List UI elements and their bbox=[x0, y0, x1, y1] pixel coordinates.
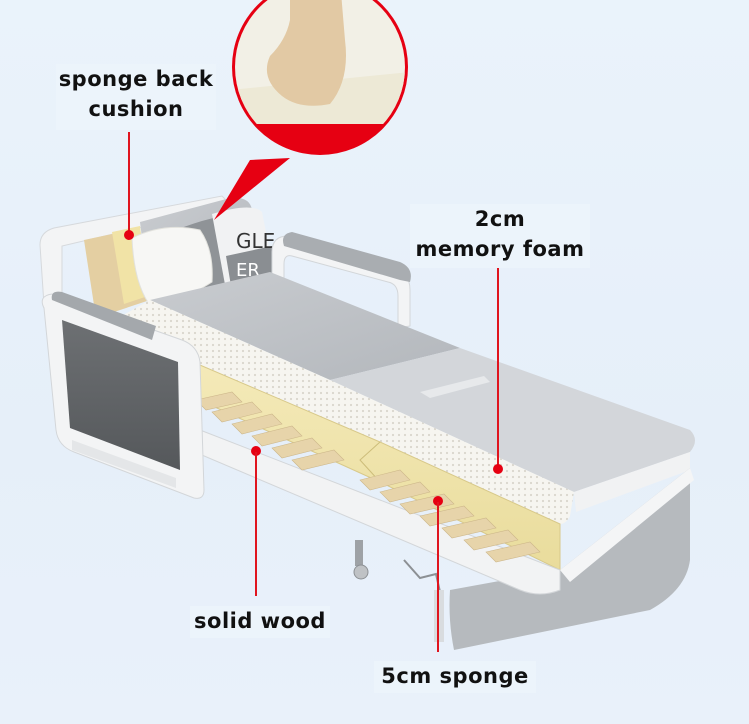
base-fabric bbox=[449, 468, 690, 650]
callout-sponge: 5cm sponge bbox=[374, 661, 536, 693]
leader-line-solid-wood bbox=[255, 452, 257, 596]
callout-back-cushion-line-2: cushion bbox=[88, 97, 184, 121]
callout-solid-wood: solid wood bbox=[190, 606, 330, 638]
callout-back-cushion-line-1: sponge back bbox=[58, 67, 214, 91]
magnifier-callout bbox=[214, 0, 408, 220]
legs bbox=[353, 540, 444, 642]
callout-memory-foam-line-1: 2cm bbox=[474, 207, 526, 231]
mattress-top bbox=[330, 348, 695, 492]
pillow-text-2: ER bbox=[236, 260, 260, 281]
leader-line-back-cushion bbox=[128, 132, 130, 236]
callout-back-cushion: sponge back cushion bbox=[56, 64, 216, 130]
callout-memory-foam-line-2: memory foam bbox=[415, 237, 585, 261]
fist-image bbox=[267, 0, 346, 106]
leader-line-sponge bbox=[437, 502, 439, 652]
callout-sponge-line-1: 5cm sponge bbox=[381, 664, 529, 688]
leader-line-memory-foam bbox=[497, 268, 499, 468]
marker-dot-sponge bbox=[433, 496, 443, 506]
callout-solid-wood-line-1: solid wood bbox=[194, 609, 326, 633]
marker-dot-memory-foam bbox=[493, 464, 503, 474]
pillow-text-1: GLE bbox=[236, 229, 275, 253]
left-armrest bbox=[41, 291, 205, 499]
marker-dot-back-cushion bbox=[124, 230, 134, 240]
seat-cushion bbox=[150, 272, 460, 380]
callout-memory-foam: 2cm memory foam bbox=[410, 204, 590, 268]
memory-foam-layer bbox=[118, 300, 574, 524]
marker-dot-solid-wood bbox=[251, 446, 261, 456]
